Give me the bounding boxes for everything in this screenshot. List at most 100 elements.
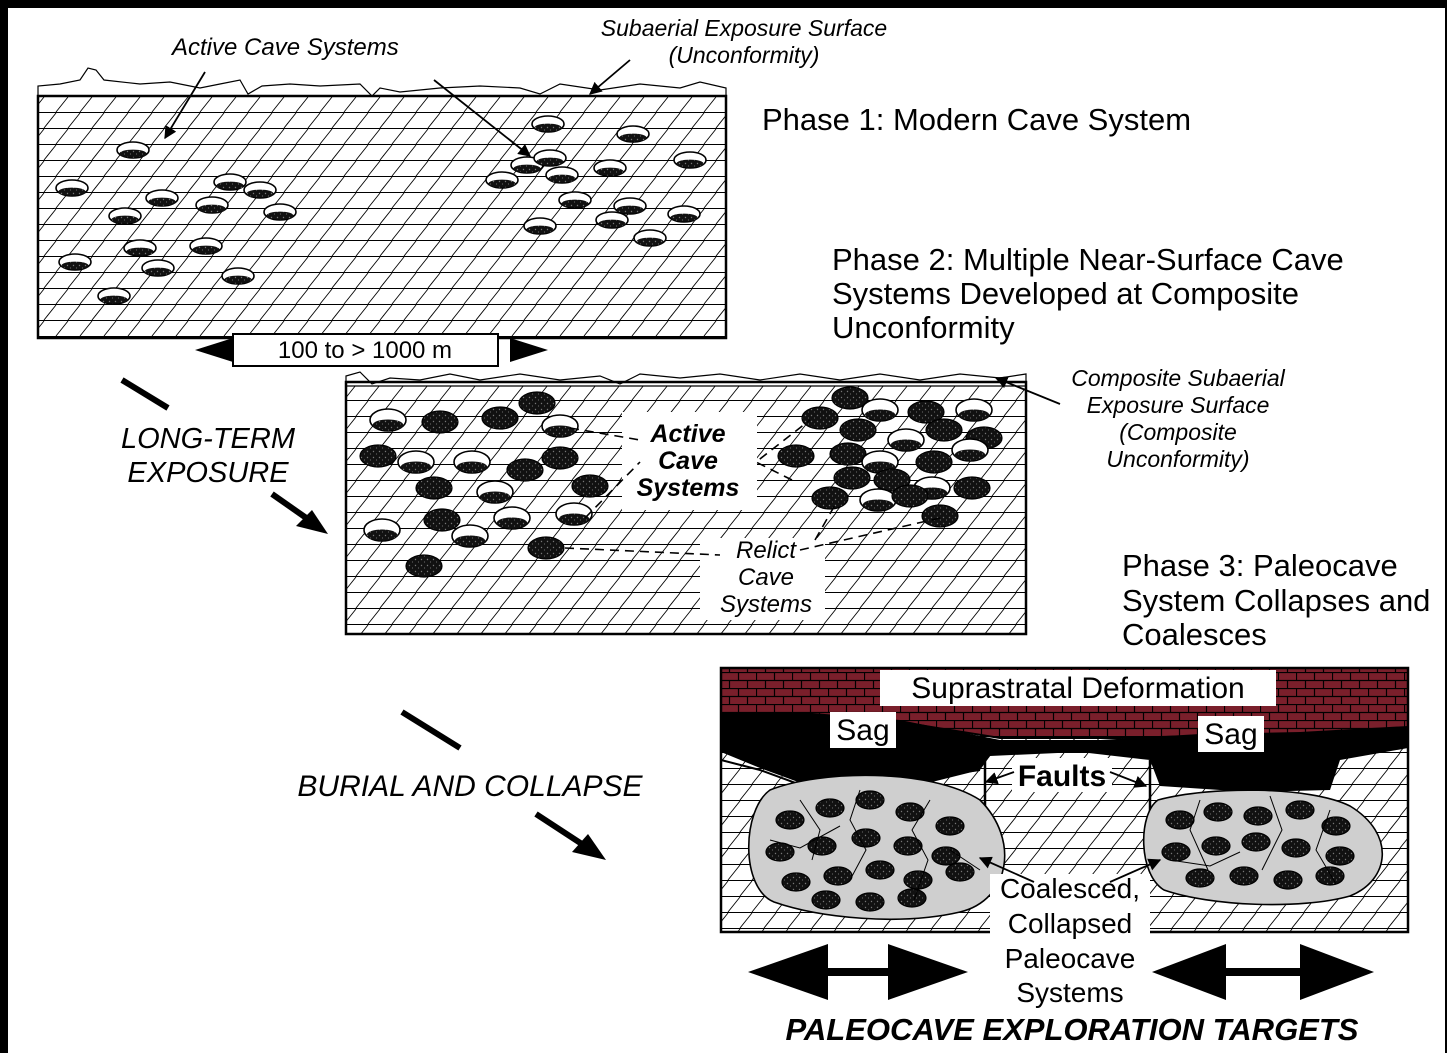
- cave-fill: [596, 167, 624, 176]
- cave-void: [829, 442, 867, 466]
- cave-void: [1321, 816, 1351, 836]
- cave-void: [907, 400, 945, 424]
- cave-fill: [864, 409, 896, 421]
- relict-line1: Relict: [736, 537, 797, 564]
- subaerial-label-line1: Subaerial Exposure Surface: [601, 15, 887, 41]
- phase3-title-line1: Phase 3: Paleocave: [1122, 548, 1398, 583]
- cave-fill: [100, 295, 128, 304]
- cave-void: [423, 508, 461, 532]
- cave-void: [945, 862, 975, 882]
- coalesced-box: [990, 874, 1150, 944]
- phase1-caves: [55, 115, 707, 305]
- cave-void: [833, 466, 871, 490]
- cave-void: [781, 872, 811, 892]
- cave-fill: [246, 189, 274, 198]
- cave-void: [953, 476, 991, 500]
- cave-fill: [548, 174, 576, 183]
- subaerial-arrow: [589, 59, 631, 95]
- coalesced-arrow-left: [978, 856, 1035, 883]
- cave-void: [801, 406, 839, 430]
- phase1-surface: [37, 67, 727, 97]
- breccia-crack: [1315, 809, 1337, 885]
- cave-fill: [61, 261, 89, 270]
- cave-void: [1185, 868, 1215, 888]
- suprastratal-box: [880, 670, 1276, 706]
- cave-void: [1281, 838, 1311, 858]
- composite-line4: Unconformity): [1106, 446, 1249, 472]
- composite-line2: Exposure Surface: [1087, 392, 1270, 418]
- cave-fill: [148, 197, 176, 206]
- cave-void: [807, 836, 837, 856]
- target-arrow-right: [1152, 944, 1374, 1000]
- cave-void: [811, 486, 849, 510]
- cave-fill: [536, 157, 564, 166]
- cave-fill: [192, 245, 220, 254]
- breccia-crack: [1189, 799, 1209, 871]
- cave-fill: [488, 179, 516, 188]
- cave-fill: [58, 187, 86, 196]
- fault-lines: [983, 758, 1152, 812]
- scale-box: [232, 333, 499, 367]
- long-term-arrow-top: [120, 377, 170, 411]
- breccia-crack: [911, 799, 931, 901]
- long-term-line1: LONG-TERM: [121, 423, 296, 455]
- phase2-dashed-leaders: [564, 419, 941, 556]
- phase2-title-line3: Unconformity: [832, 310, 1015, 345]
- phase3-title-line2: System Collapses and: [1122, 583, 1430, 618]
- cave-void: [855, 790, 885, 810]
- cave-fill: [558, 513, 590, 525]
- burial-label: BURIAL AND COLLAPSE: [297, 770, 643, 803]
- active-cave-systems-label: Active Cave Systems: [170, 34, 399, 61]
- cave-void: [1229, 866, 1259, 886]
- active-cave-arrow-left: [164, 71, 206, 140]
- cave-void: [935, 816, 965, 836]
- cave-fill: [636, 237, 664, 246]
- cave-fill: [561, 199, 589, 208]
- faults-arrow-right: [1109, 771, 1148, 788]
- cave-void: [777, 444, 815, 468]
- cave-void: [506, 458, 544, 482]
- sag-left-box: [830, 712, 896, 748]
- cave-fill: [224, 275, 252, 284]
- cave-void: [1241, 832, 1271, 852]
- breccia-crack: [849, 789, 867, 881]
- cave-void: [421, 410, 459, 434]
- scale-bar: 100 to > 1000 m: [195, 333, 548, 367]
- composite-arrow: [994, 376, 1061, 405]
- phase2-caves: [359, 386, 1003, 578]
- cave-void: [518, 391, 556, 415]
- relict-line3: Systems: [720, 591, 812, 618]
- cave-fill: [266, 211, 294, 220]
- cave-void: [811, 890, 841, 910]
- phase2-title-line2: Systems Developed at Composite: [832, 276, 1299, 311]
- cave-void: [895, 802, 925, 822]
- sag-left-label: Sag: [836, 714, 889, 747]
- phase3-clasts: [765, 790, 1355, 912]
- cave-void: [931, 846, 961, 866]
- cave-void: [1243, 806, 1273, 826]
- cave-fill: [111, 215, 139, 224]
- cave-void: [405, 554, 443, 578]
- cave-void: [839, 418, 877, 442]
- cave-void: [481, 406, 519, 430]
- phase2-title-line1: Phase 2: Multiple Near-Surface Cave: [832, 242, 1344, 277]
- cave-void: [865, 860, 895, 880]
- phase2-block: [344, 371, 1028, 636]
- long-term-arrowhead: [296, 510, 328, 534]
- cave-fill: [890, 439, 922, 451]
- cave-fill: [126, 247, 154, 256]
- phase2-surface: [345, 371, 1027, 387]
- cave-fill: [619, 133, 647, 142]
- cave-void: [415, 476, 453, 500]
- cave-void: [851, 828, 881, 848]
- cave-void: [893, 836, 923, 856]
- cave-void: [915, 450, 953, 474]
- cave-fill: [372, 419, 404, 431]
- targets-label: PALEOCAVE EXPLORATION TARGETS: [786, 1012, 1359, 1047]
- cave-void: [873, 468, 911, 492]
- cave-void: [855, 892, 885, 912]
- breccia-crack: [1261, 795, 1283, 871]
- coalesced-line4: Systems: [1016, 977, 1123, 1008]
